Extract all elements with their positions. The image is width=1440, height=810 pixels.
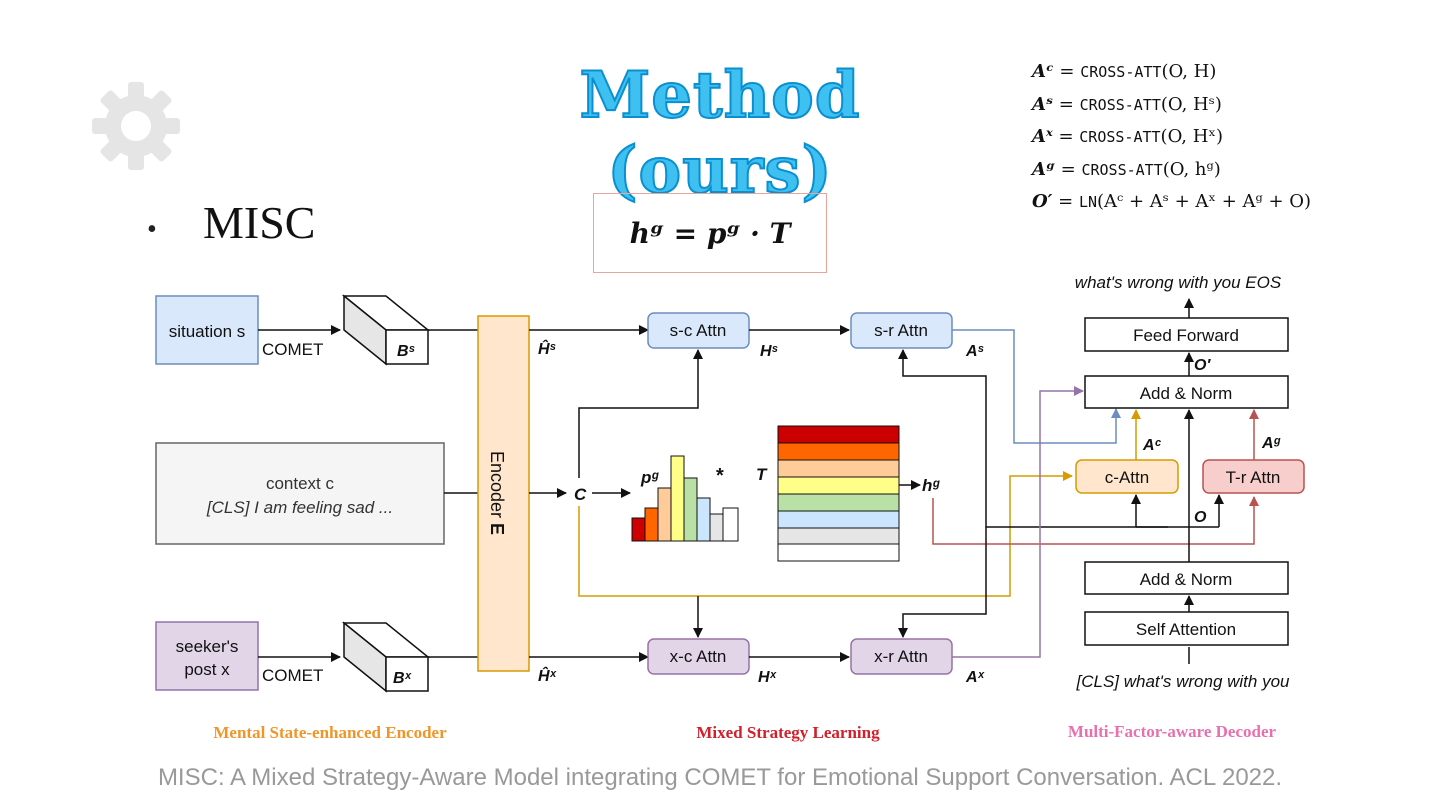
- seeker-box: [155, 621, 259, 691]
- bs-label: Bˢ: [397, 343, 416, 360]
- t-label: T: [756, 465, 768, 484]
- pg-label: pᵍ: [640, 468, 659, 487]
- encoder-block: [477, 315, 530, 672]
- input-text: [CLS] what's wrong with you: [1075, 672, 1290, 691]
- encoder-label: Encoder E: [487, 451, 507, 535]
- section-decoder-label: Multi-Factor-aware Decoder: [1068, 722, 1277, 741]
- context-label-1: context c: [266, 474, 335, 493]
- as-label: Aˢ: [965, 343, 985, 360]
- hg-label: hᵍ: [922, 476, 940, 495]
- ax-label: Aˣ: [965, 669, 986, 686]
- add-norm-bottom-label: Add & Norm: [1140, 570, 1233, 589]
- section-encoder-label: Mental State-enhanced Encoder: [213, 723, 447, 742]
- t-matrix: [777, 425, 900, 562]
- self-attention-box: [1084, 611, 1289, 646]
- xr-attn-label: x-r Attn: [874, 647, 928, 666]
- hx-label: Hˣ: [758, 669, 778, 686]
- self-attention-label: Self Attention: [1136, 620, 1236, 639]
- hg-formula-box: hᵍ = pᵍ · T: [593, 193, 827, 273]
- hg-formula: hᵍ = pᵍ · T: [629, 216, 791, 250]
- hs-label: Hˢ: [760, 343, 779, 360]
- bullet-misc: MISC: [203, 197, 316, 248]
- c-label: C: [574, 485, 587, 504]
- bs-cuboid: [341, 294, 431, 366]
- context-box: [155, 442, 445, 545]
- sc-attn-label: s-c Attn: [670, 321, 727, 340]
- equation-o-prime: O′ = LN(Aᶜ + Aˢ + Aˣ + Aᵍ + O): [1032, 191, 1312, 212]
- feed-forward-box: [1084, 317, 1289, 352]
- comet-label-s: COMET: [262, 340, 323, 359]
- add-norm-top-box: [1084, 375, 1289, 409]
- equation-ag: Aᵍ = CROSS-ATT(O, hᵍ): [1032, 158, 1221, 180]
- situation-box: [155, 295, 259, 365]
- pg-histogram: [631, 455, 739, 542]
- equation-ax: Aˣ = CROSS-ATT(O, Hˣ): [1032, 126, 1224, 147]
- o-prime-label: O′: [1194, 357, 1211, 374]
- tr-attn-label: T-r Attn: [1226, 468, 1281, 487]
- output-text: what's wrong with you EOS: [1075, 273, 1282, 292]
- add-norm-top-label: Add & Norm: [1140, 384, 1233, 403]
- page-title: Method (ours): [578, 57, 861, 209]
- seeker-label-2: post x: [184, 660, 230, 679]
- sr-attn-label: s-r Attn: [874, 321, 928, 340]
- hx-hat-label: Ĥˣ: [538, 666, 558, 685]
- citation-footer: MISC: A Mixed Strategy-Aware Model integ…: [157, 764, 1283, 791]
- context-label-2: [CLS] I am feeling sad ...: [206, 498, 393, 517]
- xc-attn-label: x-c Attn: [670, 647, 727, 666]
- bx-label: Bˣ: [393, 670, 413, 687]
- comet-label-x: COMET: [262, 666, 323, 685]
- equations-block: Aᶜ = CROSS-ATT(O, H) Aˢ = CROSS-ATT(O, H…: [1032, 56, 1311, 219]
- section-strategy-label: Mixed Strategy Learning: [696, 723, 880, 742]
- hs-hat-label: Ĥˢ: [538, 339, 557, 358]
- seeker-label-1: seeker's: [176, 637, 239, 656]
- situation-label: situation s: [169, 322, 246, 341]
- bx-cuboid: [341, 621, 431, 693]
- bullet-dot: •: [147, 214, 157, 245]
- star-label: *: [716, 465, 724, 487]
- o-label: O: [1194, 509, 1207, 526]
- gear-icon: [92, 82, 180, 170]
- ag-label: Aᵍ: [1261, 435, 1281, 452]
- equation-ac: Aᶜ = CROSS-ATT(O, H): [1032, 61, 1217, 82]
- ac-label: Aᶜ: [1142, 437, 1162, 454]
- feed-forward-label: Feed Forward: [1133, 326, 1239, 345]
- c-attn-box: [1075, 459, 1179, 494]
- add-norm-bottom-box: [1084, 561, 1289, 595]
- equation-as: Aˢ = CROSS-ATT(O, Hˢ): [1032, 93, 1222, 115]
- c-attn-label: c-Attn: [1105, 468, 1149, 487]
